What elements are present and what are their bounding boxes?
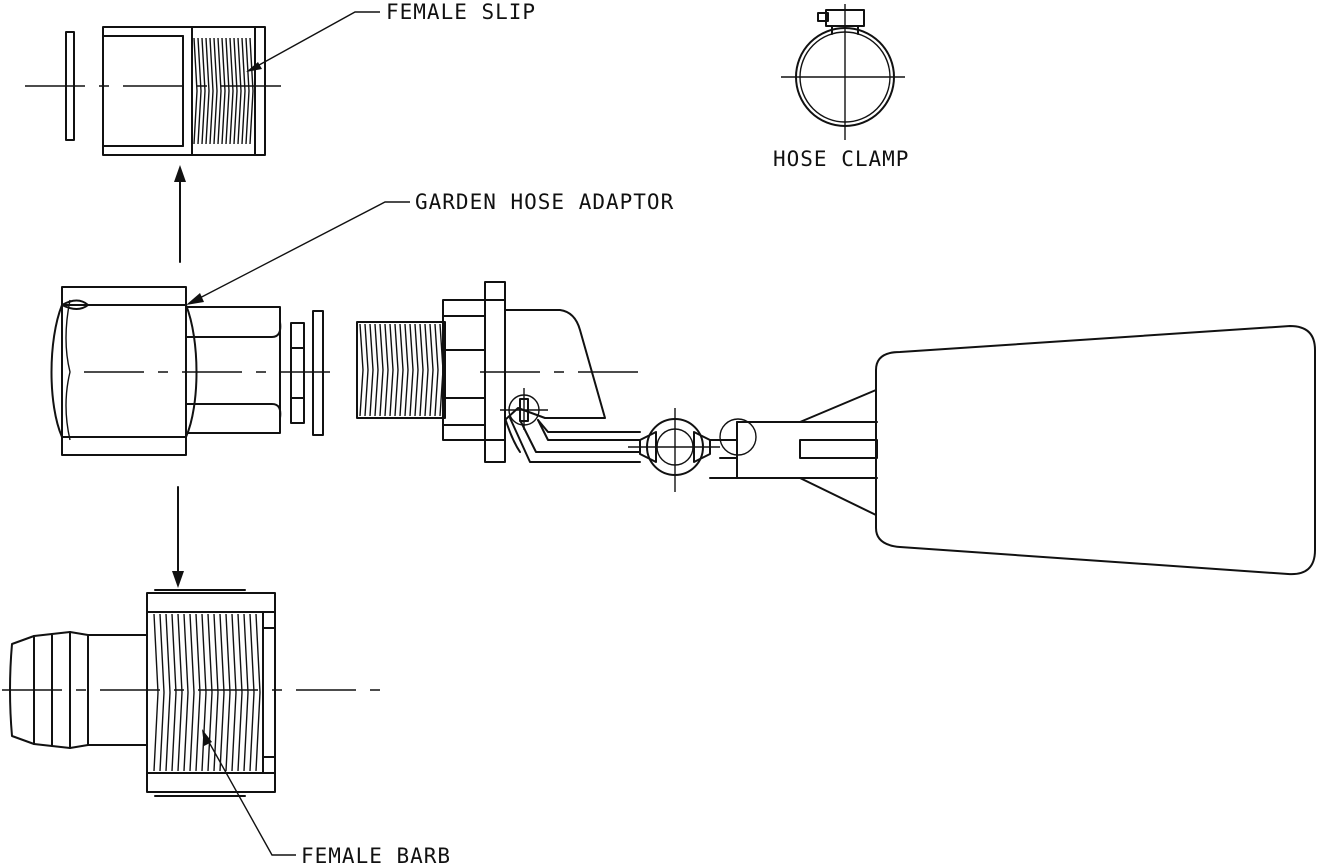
garden-hose-adaptor-part (50, 286, 330, 456)
female-barb-label: FEMALE BARB (301, 844, 451, 867)
female-barb-leader (202, 729, 296, 856)
hose-clamp-label: HOSE CLAMP (773, 147, 909, 171)
female-barb-part (2, 589, 382, 797)
garden-hose-adaptor-label: GARDEN HOSE ADAPTOR (415, 190, 674, 214)
garden-hose-adaptor-leader (186, 201, 410, 305)
female-slip-label: FEMALE SLIP (386, 0, 536, 24)
float-valve-part (356, 281, 1316, 576)
hose-clamp-part (781, 4, 905, 140)
assembly-arrows (172, 165, 186, 588)
female-slip-part (25, 26, 285, 156)
female-slip-leader (246, 11, 380, 72)
